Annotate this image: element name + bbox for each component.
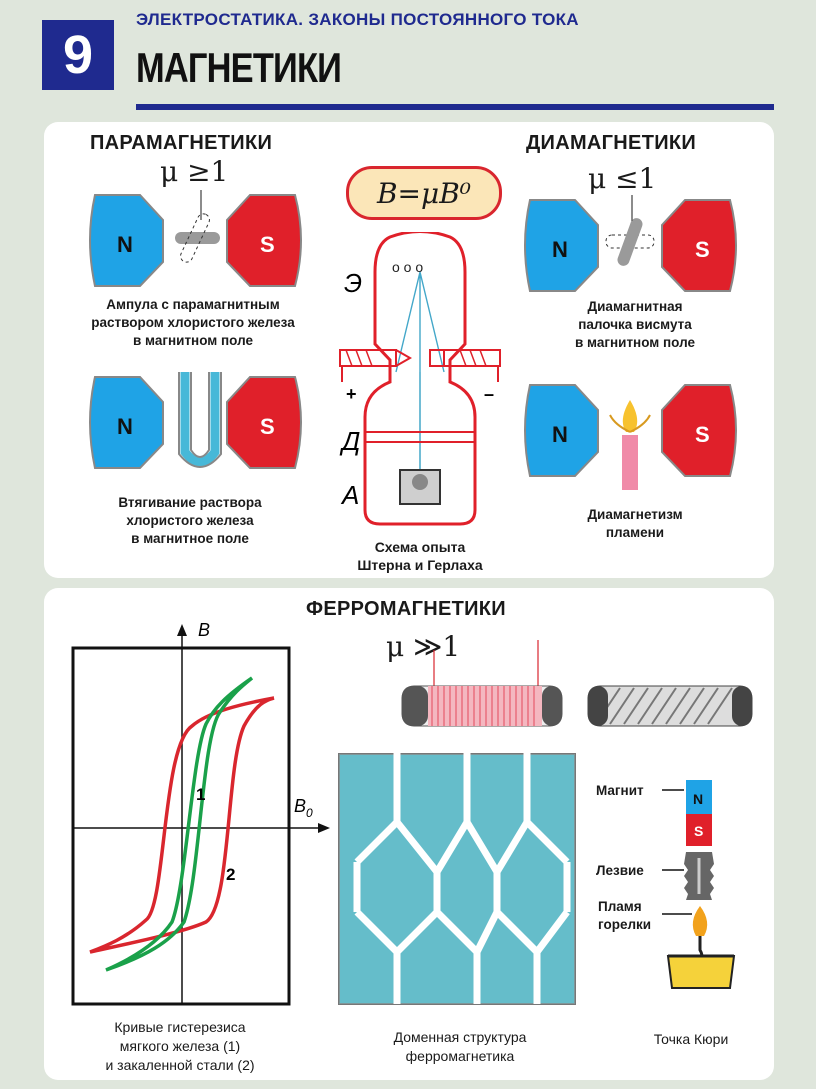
ampule-dashed-position bbox=[180, 213, 210, 263]
pole-n-label: N bbox=[552, 422, 568, 447]
domain-structure-image bbox=[338, 752, 576, 1005]
diamagnetic-caption-2: Диамагнетизм пламени bbox=[587, 507, 683, 540]
pole-n-shape bbox=[524, 384, 599, 477]
curie-caption: Точка Кюри bbox=[653, 1031, 729, 1047]
diamagnetics-mu: μ ≤1 bbox=[588, 162, 657, 195]
hysteresis-graph: B B0 1 2 bbox=[71, 620, 330, 1006]
ampule-shape bbox=[175, 232, 220, 244]
candle bbox=[622, 435, 638, 490]
pole-s-shape bbox=[226, 194, 302, 287]
pole-n-label: N bbox=[117, 232, 133, 257]
label-e: Э bbox=[344, 268, 362, 298]
label-a: А bbox=[340, 480, 359, 510]
flame-figure: N S bbox=[524, 384, 737, 490]
hysteresis-caption: Кривые гистерезиса мягкого железа (1) и … bbox=[105, 1019, 255, 1073]
pole-s-label: S bbox=[260, 414, 275, 439]
section-number: 9 bbox=[42, 20, 114, 90]
pole-s-label: S bbox=[260, 232, 275, 257]
paramagnetic-caption-1: Ампула с парамагнитным раствором хлорист… bbox=[91, 297, 295, 348]
bismuth-rod-figure: N S bbox=[524, 195, 737, 292]
flame-icon bbox=[622, 400, 638, 432]
bismuth-rod bbox=[617, 218, 643, 266]
pole-n-shape bbox=[89, 376, 164, 469]
magnetized-bars-figure bbox=[401, 640, 753, 727]
ferromagnetics-mu: μ ≫1 bbox=[386, 630, 461, 663]
curie-magnet-label: Магнит bbox=[596, 783, 644, 798]
header-rule bbox=[136, 104, 774, 110]
diamagnetics-title: ДИАМАГНЕТИКИ bbox=[526, 132, 697, 154]
ferromagnetics-title: ФЕРРОМАГНЕТИКИ bbox=[306, 598, 506, 620]
burner-bowl bbox=[666, 955, 736, 989]
svg-text:S: S bbox=[694, 823, 703, 839]
pole-s-shape bbox=[661, 384, 737, 477]
label-d: Д bbox=[339, 426, 360, 456]
curie-blade-label: Лезвие bbox=[596, 863, 644, 878]
vacuum-flask bbox=[363, 232, 477, 526]
header-subtitle: ЭЛЕКТРОСТАТИКА. ЗАКОНЫ ПОСТОЯННОГО ТОКА bbox=[136, 10, 579, 29]
diamagnetic-caption-1: Диамагнитная палочка висмута в магнитном… bbox=[575, 299, 695, 350]
pole-s-label: S bbox=[695, 422, 710, 447]
curie-flame-label: Пламя горелки bbox=[598, 899, 652, 932]
u-tube-figure: N S bbox=[89, 372, 302, 469]
minus-sign: – bbox=[484, 384, 494, 404]
paramagnetics-mu: μ ≥1 bbox=[160, 155, 229, 188]
pole-n-shape bbox=[89, 194, 164, 287]
domain-caption: Доменная структура ферромагнетика bbox=[393, 1029, 527, 1064]
page-title: МАГНЕТИКИ bbox=[136, 44, 342, 91]
pole-s-shape bbox=[226, 376, 302, 469]
pole-n-label: N bbox=[117, 414, 133, 439]
pole-s-label: S bbox=[695, 237, 710, 262]
domain-walls bbox=[353, 752, 571, 1004]
burner-flame-icon bbox=[692, 906, 708, 936]
axis-b0-label: B0 bbox=[294, 796, 313, 820]
stern-gerlach-figure: o o o Э Д А + – bbox=[339, 232, 501, 526]
stern-gerlach-caption: Схема опыта Штерна и Герлаха bbox=[357, 539, 483, 573]
curve-2-label: 2 bbox=[226, 865, 235, 884]
pole-n-shape bbox=[524, 199, 599, 292]
plus-sign: + bbox=[346, 384, 357, 404]
paramagnetics-title: ПАРАМАГНЕТИКИ bbox=[90, 132, 273, 154]
axis-b-label: B bbox=[198, 620, 210, 640]
pole-s-shape bbox=[661, 199, 737, 292]
paramagnetic-caption-2: Втягивание раствора хлористого железа в … bbox=[118, 495, 262, 546]
hysteresis-curve-hard-steel bbox=[89, 696, 275, 954]
curie-magnet-n bbox=[686, 780, 712, 814]
u-tube-solution bbox=[180, 372, 220, 467]
pole-n-label: N bbox=[552, 237, 568, 262]
svg-text:N: N bbox=[693, 791, 703, 807]
paramagnetic-ampule-figure: N S bbox=[89, 190, 302, 287]
curie-point-figure: N S bbox=[662, 780, 736, 989]
svg-text:o o o: o o o bbox=[392, 259, 423, 275]
curie-magnet-s bbox=[686, 814, 712, 846]
curve-1-label: 1 bbox=[196, 785, 205, 804]
formula-box: B=μB⁰ bbox=[346, 166, 502, 220]
atom-beams bbox=[395, 271, 445, 373]
formula-text: B=μB⁰ bbox=[376, 176, 472, 210]
hysteresis-curve-soft-iron bbox=[105, 676, 254, 972]
